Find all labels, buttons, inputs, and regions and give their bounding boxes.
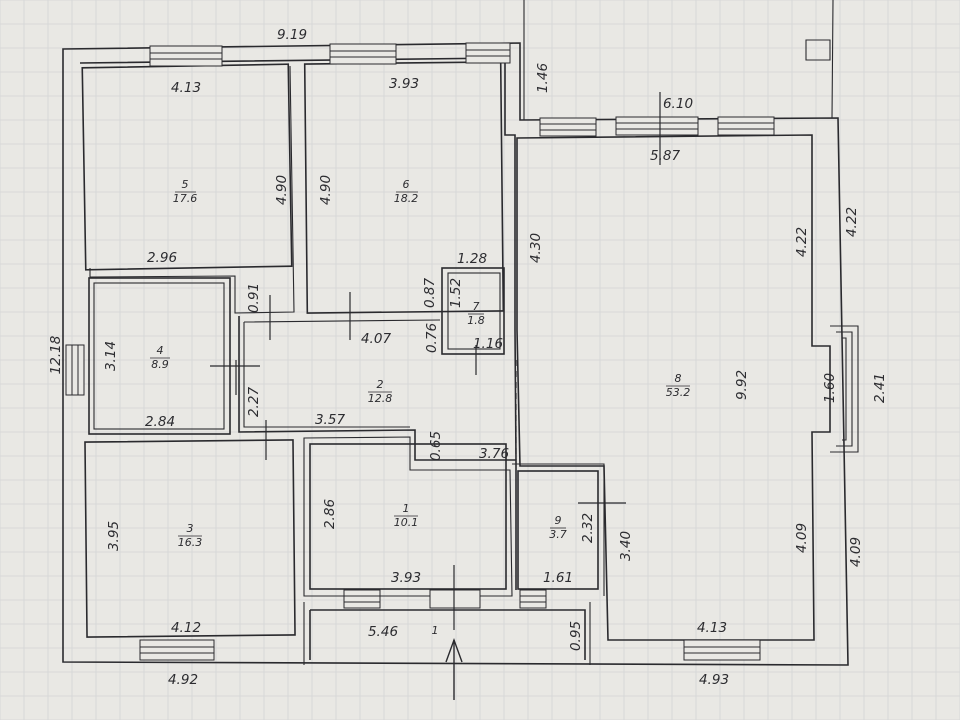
dim-r5-bottom: 2.96: [147, 250, 177, 266]
room-area-2: 12.8: [368, 392, 393, 405]
dim-r6-left: 4.90: [318, 175, 334, 205]
room-area-6: 18.2: [394, 192, 419, 205]
dim-porch-depth: 0.95: [568, 621, 584, 651]
room-label-6: 6: [403, 178, 410, 191]
outer-walls: [62, 0, 849, 666]
dim-r7-top: 1.28: [457, 251, 487, 267]
dim-r9-right: 2.32: [580, 513, 596, 543]
dim-top-total: 9.19: [277, 27, 307, 43]
dim-hall-bottom: 3.57: [315, 412, 345, 428]
dim-r5-top: 4.13: [171, 80, 201, 96]
dim-right-bay: 2.41: [872, 373, 888, 403]
dim-hall-step: 0.65: [428, 431, 444, 461]
dim-bottom-left: 4.92: [168, 672, 198, 688]
room-area-8: 53.2: [666, 386, 691, 399]
dim-r9-bottom: 1.61: [543, 570, 573, 586]
dim-right-lower: 4.09: [848, 537, 864, 567]
dim-hall-right: 3.76: [479, 446, 509, 462]
windows: [65, 42, 859, 661]
dim-r8-bay: 1.60: [822, 373, 838, 403]
room-4-outline: [88, 277, 231, 435]
door-marks: [210, 92, 661, 630]
room-label-3: 3: [187, 522, 194, 535]
dim-r8-bottom: 4.13: [697, 620, 727, 636]
dim-r5-right: 4.90: [274, 175, 290, 205]
dim-left-total: 12.18: [48, 336, 64, 375]
room-label-5: 5: [182, 178, 189, 191]
room-area-9: 3.7: [549, 528, 567, 541]
dim-r4-bottom: 2.84: [145, 414, 175, 430]
room-labels: 5 17.6 6 18.2 7 1.8 4 8.9 2 12.8 8 53.2 …: [150, 178, 690, 549]
dim-r7-bottom: 1.16: [473, 336, 503, 352]
dim-r8-height: 9.92: [734, 370, 750, 400]
dim-r6-top: 3.93: [389, 76, 419, 92]
room-label-2: 2: [377, 378, 384, 391]
dim-r8-left: 4.30: [528, 233, 544, 263]
dim-door-gap-b: 0.76: [424, 323, 440, 353]
dim-r3-left: 3.95: [106, 521, 122, 551]
room-2-outline: [238, 316, 516, 461]
dim-r5-gap: 0.91: [246, 283, 262, 313]
room-3-outline: [84, 439, 296, 638]
room-6-outline: [303, 61, 505, 314]
room-label-7: 7: [473, 300, 480, 313]
room-label-4: 4: [157, 344, 164, 357]
dim-porch-top: 1.46: [535, 63, 551, 93]
dim-r8-right: 4.22: [794, 227, 810, 257]
room-8-outline: [516, 134, 831, 641]
porch-label: 1: [432, 624, 439, 637]
dim-top-right-total: 6.10: [663, 96, 693, 112]
dim-r8-lower-right: 4.09: [794, 523, 810, 553]
dim-r7-left: 1.52: [448, 278, 464, 308]
room-label-9: 9: [555, 514, 562, 527]
room-area-3: 16.3: [178, 536, 203, 549]
room-area-7: 1.8: [467, 314, 485, 327]
dim-r4-left: 3.14: [103, 341, 119, 371]
dim-r1-bottom: 3.93: [391, 570, 421, 586]
room-label-8: 8: [675, 372, 682, 385]
dim-r1-left: 2.86: [322, 499, 338, 529]
dim-door-gap-a: 0.87: [422, 278, 438, 308]
dim-bottom-right: 4.93: [699, 672, 729, 688]
room-area-4: 8.9: [151, 358, 169, 371]
room-label-1: 1: [403, 502, 410, 515]
dimension-labels: 9.19 6.10 1.46 12.18 4.22 2.41 4.09 4.92…: [48, 27, 888, 688]
dim-hall-gap: 2.27: [246, 387, 262, 417]
room-9-outline: [517, 470, 599, 590]
room-7-outline: [441, 267, 505, 355]
room-area-5: 17.6: [173, 192, 198, 205]
dim-r6-bottom: 4.07: [361, 331, 391, 347]
room-area-1: 10.1: [394, 516, 419, 529]
entrance-arrow-icon: [445, 637, 463, 700]
dim-r8-lower-left: 3.40: [618, 531, 634, 561]
dim-porch-width: 5.46: [368, 624, 398, 640]
dim-r3-bottom: 4.12: [171, 620, 201, 636]
dim-right-upper: 4.22: [844, 207, 860, 237]
room-1-outline: [309, 443, 507, 590]
porch-outline: [309, 609, 586, 660]
dim-r8-top: 5.87: [650, 148, 680, 164]
